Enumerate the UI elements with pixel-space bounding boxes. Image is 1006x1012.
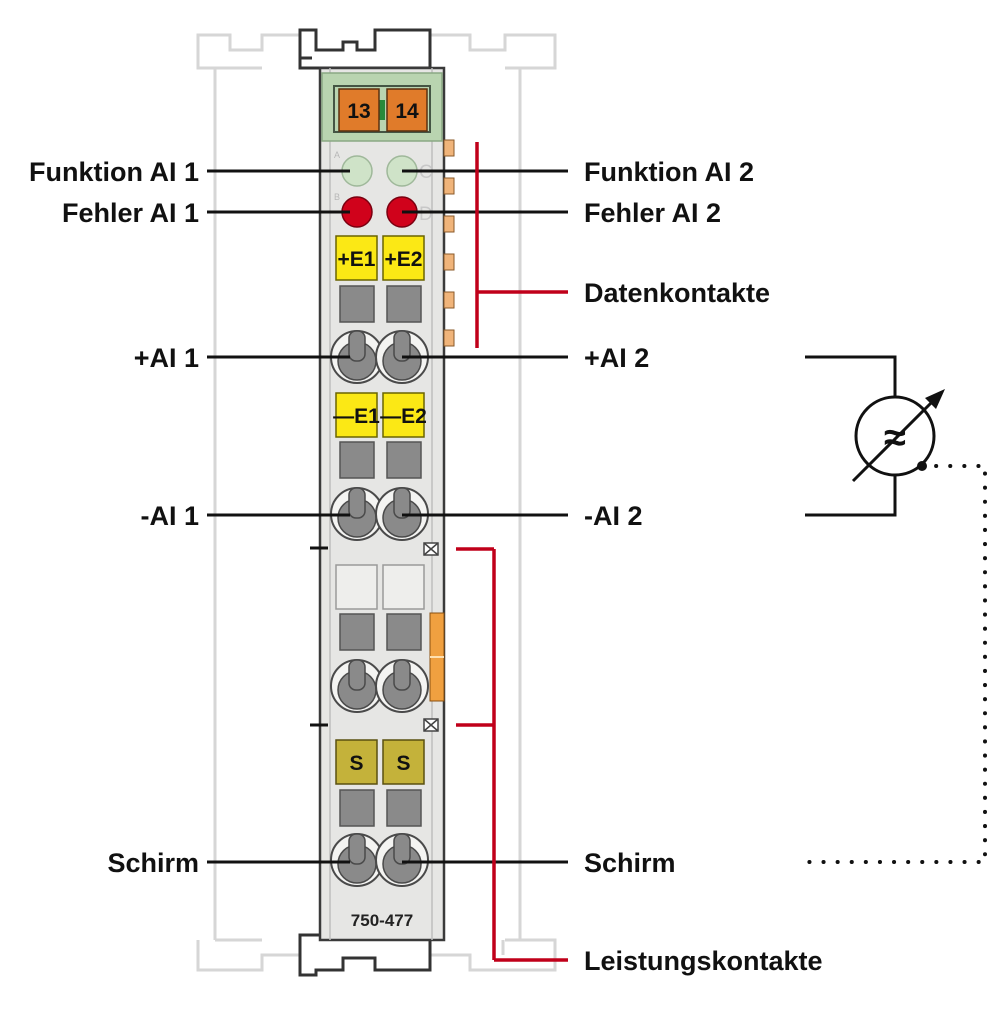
clamp-hole-shield-2: [375, 833, 429, 887]
label-schirm-left: Schirm: [107, 848, 199, 878]
connector-plus-e1-label: +E1: [338, 248, 376, 271]
connector-minus-e1-label: —E1: [333, 405, 380, 428]
power-jumper-blade: [429, 612, 445, 702]
label-schirm-right: Schirm: [584, 848, 676, 878]
connector-plus-e2: [382, 235, 425, 281]
label-datenkontakte: Datenkontakte: [584, 278, 770, 308]
data-contacts: [443, 139, 455, 347]
connector-plus-e2-label: +E2: [385, 248, 423, 271]
clamp-hole-power-2: [375, 659, 429, 713]
leistungskontakte-bracket: [456, 547, 568, 962]
right-leader-lines: [402, 169, 568, 864]
clamp-hole-power-1: [330, 659, 384, 713]
connector-minus-e2: [382, 392, 425, 438]
sensor-wiring: [805, 355, 897, 517]
label-plus-ai2: +AI 2: [584, 343, 649, 373]
label-funktion-ai1: Funktion AI 1: [29, 157, 199, 187]
variable-ac-sensor-icon: ≈: [851, 389, 945, 483]
led-letter-d: D: [419, 204, 433, 225]
label-leistungskontakte: Leistungskontakte: [584, 946, 823, 976]
power-contact-markers: [423, 542, 439, 732]
plus-connector-row: +E1 +E2: [335, 235, 425, 281]
left-leader-lines: [207, 169, 350, 864]
connector-minus-e2-label: —E2: [380, 405, 427, 428]
led-letter-b: B: [334, 192, 340, 202]
terminal-13-label: 13: [347, 100, 370, 123]
terminal-14: [386, 88, 428, 132]
minus-connector-row: —E1 —E2: [333, 392, 427, 438]
empty-connector-row: [335, 564, 425, 610]
led-letter-a: A: [334, 150, 340, 160]
label-fehler-ai1: Fehler AI 1: [62, 198, 199, 228]
shield-connector-row: S S: [335, 739, 425, 785]
connector-shield-1: [335, 739, 378, 785]
connector-shield-2-label: S: [396, 752, 410, 775]
clamp-holes: [330, 330, 429, 887]
shield-dotted-line: [804, 464, 987, 864]
datenkontakte-bracket: [475, 142, 568, 348]
terminal-14-label: 14: [395, 100, 419, 123]
bottom-rail-clamp: [298, 933, 432, 977]
release-buttons: [339, 285, 422, 827]
terminal-header: 13 14: [321, 72, 443, 142]
label-plus-ai1: +AI 1: [134, 343, 199, 373]
label-minus-ai2: -AI 2: [584, 501, 643, 531]
label-minus-ai1: -AI 1: [140, 501, 199, 531]
clamp-hole-minus-ai1: [330, 487, 384, 541]
label-fehler-ai2: Fehler AI 2: [584, 198, 721, 228]
connector-shield-2: [382, 739, 425, 785]
terminal-13: [338, 88, 380, 132]
connector-shield-1-label: S: [349, 752, 363, 775]
top-rail-clamp: [298, 28, 432, 70]
label-funktion-ai2: Funktion AI 2: [584, 157, 754, 187]
connector-minus-e1: [335, 392, 378, 438]
part-number: 750-477: [351, 911, 413, 930]
connector-plus-e1: [335, 235, 378, 281]
